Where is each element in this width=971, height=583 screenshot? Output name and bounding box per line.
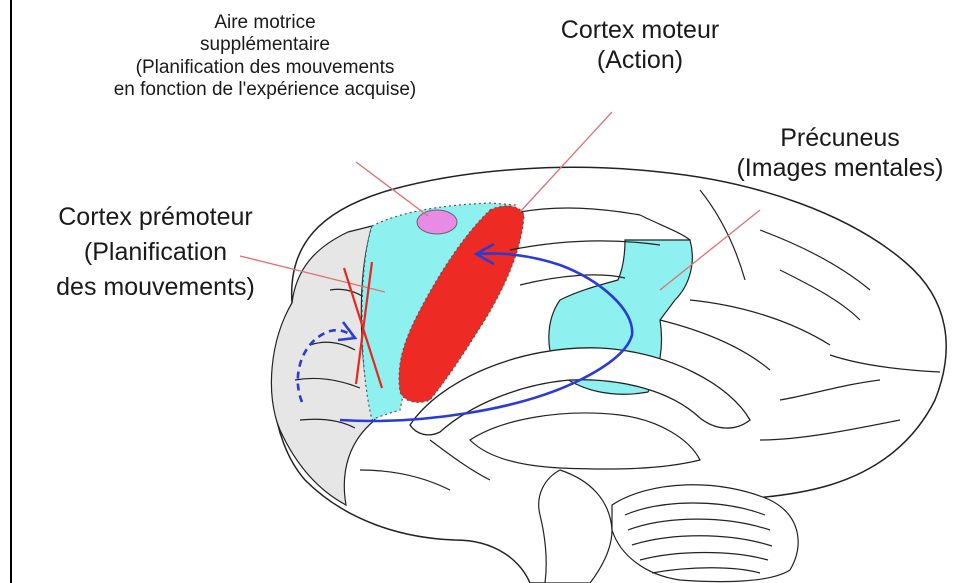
label-precuneus: Précuneus (Images mentales): [715, 124, 965, 183]
label-motor-cortex: Cortex moteur (Action): [540, 16, 740, 75]
sma-region: [417, 210, 457, 234]
label-premotor-cortex: Cortex prémoteur (Planification des mouv…: [18, 200, 293, 305]
cerebellum: [612, 485, 798, 582]
label-supplementary-motor-area: Aire motrice supplémentaire (Planificati…: [60, 12, 470, 102]
